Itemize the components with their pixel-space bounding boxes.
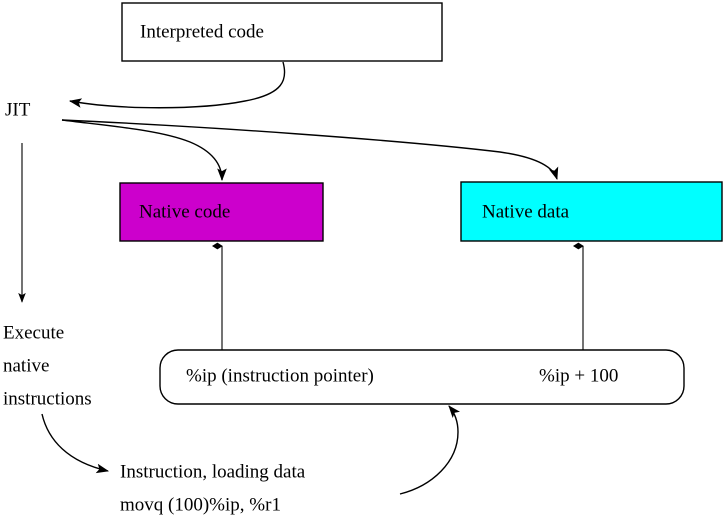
instruction-label-line-1: Instruction, loading data [120, 461, 306, 482]
interpreted-code-box[interactable] [121, 2, 443, 62]
node-ip-register[interactable]: %ip (instruction pointer) %ip + 100 [159, 349, 685, 405]
edge-instruction-to-ip [399, 405, 461, 495]
interpreted-code-label: Interpreted code [140, 21, 264, 42]
execute-label-line-1: Execute [3, 322, 64, 343]
ip-register-label: %ip (instruction pointer) [186, 365, 374, 386]
node-interpreted-code[interactable]: Interpreted code [121, 2, 443, 62]
edge-jit-to-native-data [61, 119, 559, 181]
execute-label-line-2: native [3, 355, 49, 376]
edge-jit-to-native-code [61, 119, 227, 182]
edge-interpreted-code-to-jit [68, 61, 286, 109]
execute-label-line-3: instructions [3, 388, 92, 409]
ip-register-box[interactable] [159, 349, 685, 405]
edge-execute-to-instruction [41, 413, 110, 474]
native-data-box[interactable] [460, 181, 723, 242]
native-code-label: Native code [139, 201, 230, 222]
native-code-box[interactable] [119, 182, 324, 242]
node-native-data[interactable]: Native data [460, 181, 723, 242]
native-data-label: Native data [482, 201, 570, 222]
jit-label: JIT [5, 99, 31, 120]
ip-offset-label: %ip + 100 [539, 365, 618, 386]
instruction-label-line-2: movq (100)%ip, %r1 [120, 494, 281, 515]
node-native-code[interactable]: Native code [119, 182, 324, 242]
